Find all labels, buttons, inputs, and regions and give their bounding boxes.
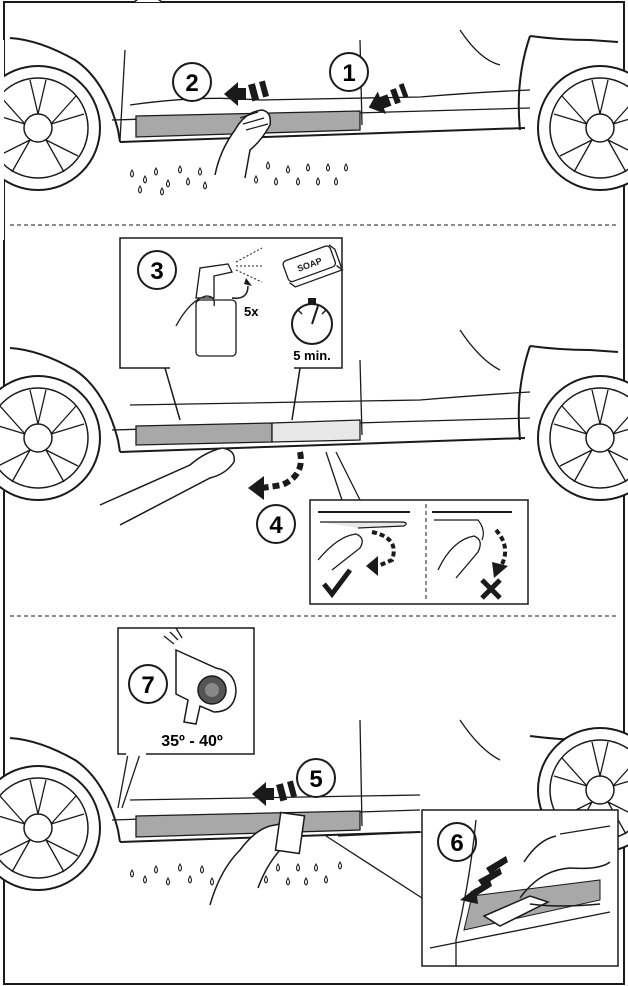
squeegee-icon (275, 813, 304, 854)
step-1-number: 1 (342, 60, 355, 87)
step-6-number: 6 (450, 830, 463, 857)
temperature-label: 35º - 40º (161, 733, 223, 750)
spray-count-label: 5x (244, 304, 259, 319)
panel-2-peel-film: 4 3 5x SOAP 5 min. (0, 238, 628, 604)
wait-time-label: 5 min. (293, 348, 331, 363)
step-5-number: 5 (309, 766, 322, 793)
film-strip (136, 423, 272, 445)
arrow-left-icon (252, 780, 297, 806)
panel-3-apply-film: 5 7 35º - 40º 6 (0, 628, 628, 966)
step-3-number: 3 (150, 258, 163, 285)
panel-1-clean-surface: 2 1 (0, 30, 628, 240)
curved-arrow-icon (262, 452, 301, 488)
film-liner (272, 420, 360, 442)
step-4-number: 4 (269, 512, 283, 539)
film-strip (136, 811, 360, 837)
step-2-number: 2 (185, 70, 198, 97)
arrow-left-icon (365, 82, 412, 119)
arrow-left-icon (224, 80, 269, 106)
hand-peeling (100, 448, 234, 525)
step-7-number: 7 (141, 672, 154, 699)
